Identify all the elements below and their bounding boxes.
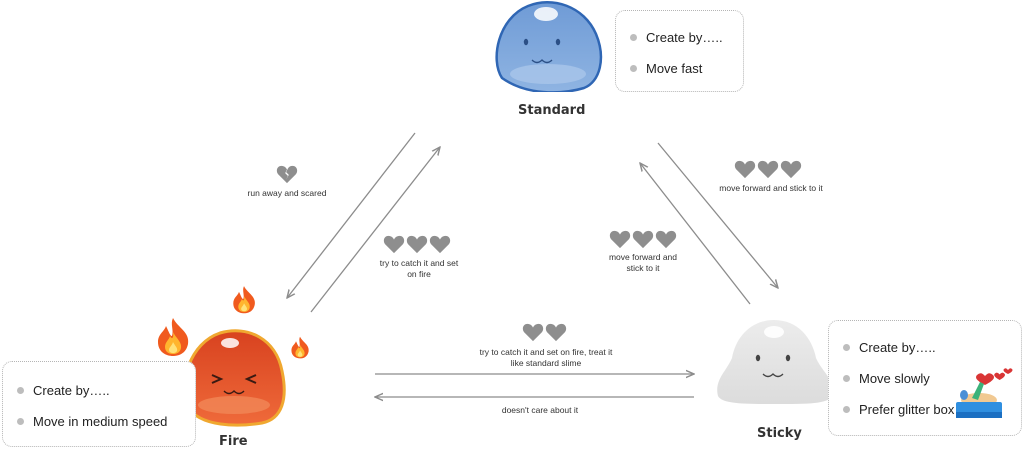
arrow-sticky-to-standard [640,163,751,305]
bullet-icon [630,65,637,72]
hearts-standard-to-fire [276,164,299,184]
sticky-slime-icon [712,318,838,404]
bullet-text: Move fast [646,61,703,76]
glitter-box-icon [950,368,1014,424]
bullet-text: Create by….. [859,340,936,355]
arrow-fire-to-standard [310,147,440,313]
heart-icon [734,160,756,179]
bullet-icon [843,344,850,351]
fire-icon [152,316,194,356]
bullet-text: Create by….. [33,383,110,398]
bullet-icon [630,34,637,41]
heart-icon [522,323,544,342]
hearts-fire-to-standard [383,234,452,254]
heart-icon [429,235,451,254]
list-item: Move in medium speed [17,414,167,429]
hearts-sticky-to-standard [609,229,678,249]
fire-icon [229,284,259,314]
standard-slime-icon [488,0,606,92]
heart-icon [406,235,428,254]
bullet-icon [17,387,24,394]
fire-icon [288,335,312,359]
edge-label-fire-to-sticky: try to catch it and set on fire, treat i… [479,347,613,368]
hearts-fire-to-sticky [522,322,568,342]
bullet-icon [17,418,24,425]
list-item: Create by….. [843,340,936,355]
heart-icon [545,323,567,342]
heart-icon [383,235,405,254]
bullet-icon [843,375,850,382]
list-item: Prefer glitter box [843,402,954,417]
edge-label-sticky-to-standard: move forward and stick to it [608,252,678,273]
list-item: Move fast [630,61,702,76]
fire-info-box: Create by….. Move in medium speed [2,361,196,447]
list-item: Create by….. [17,383,110,398]
heart-icon [780,160,802,179]
bullet-text: Move in medium speed [33,414,168,429]
heart-icon [655,230,677,249]
fire-slime-icon [178,327,290,427]
edge-label-standard-to-fire: run away and scared [247,188,327,198]
edge-label-fire-to-standard: try to catch it and set on fire [379,258,459,279]
bullet-text: Create by….. [646,30,723,45]
list-item: Create by….. [630,30,723,45]
heart-icon [609,230,631,249]
arrow-standard-to-sticky [657,142,778,288]
bullet-icon [843,406,850,413]
standard-info-box: Create by….. Move fast [615,10,744,92]
fire-name: Fire [219,434,248,449]
broken-heart-icon [276,165,298,184]
edge-label-standard-to-sticky: move forward and stick to it [719,183,823,193]
heart-icon [757,160,779,179]
heart-icon [632,230,654,249]
edge-label-sticky-to-fire: doesn't care about it [501,405,579,415]
standard-name: Standard [518,103,586,118]
bullet-text: Prefer glitter box [859,402,955,417]
sticky-name: Sticky [757,426,802,441]
hearts-standard-to-sticky [734,159,803,179]
list-item: Move slowly [843,371,930,386]
arrow-standard-to-fire [287,132,416,298]
bullet-text: Move slowly [859,371,930,386]
